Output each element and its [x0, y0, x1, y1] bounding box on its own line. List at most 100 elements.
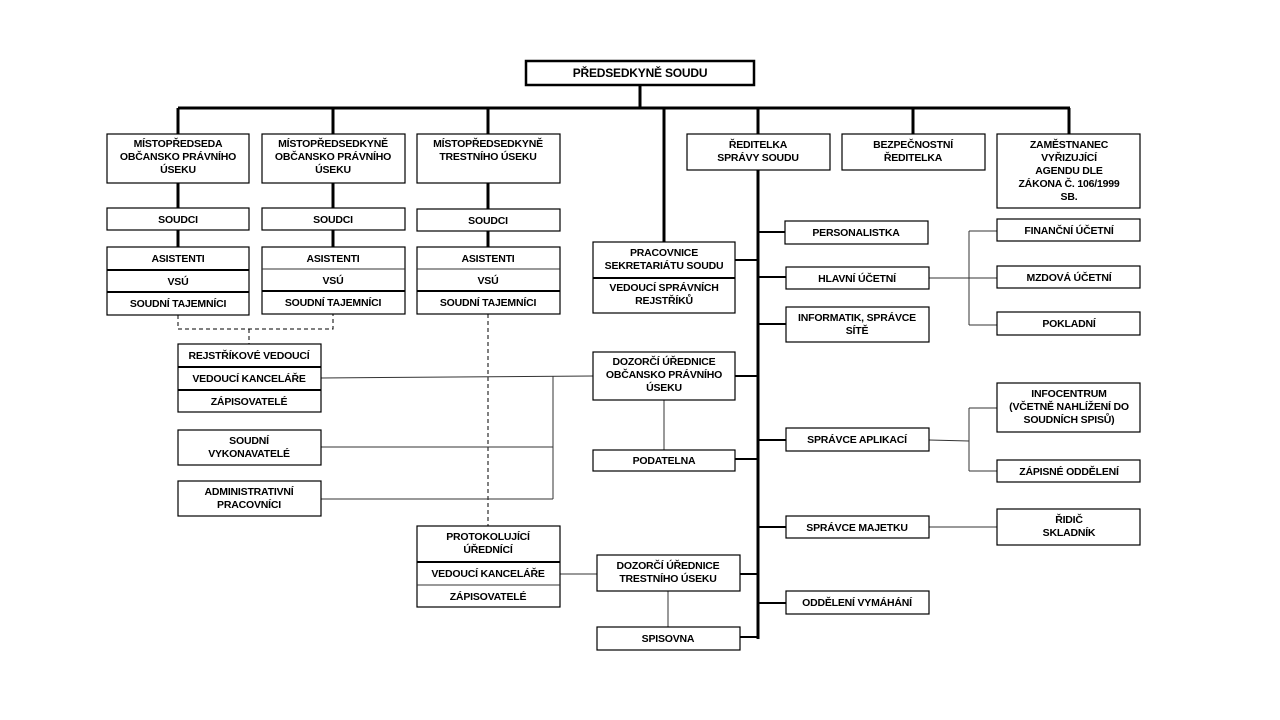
- driver-label: ŘIDIČ: [1055, 513, 1083, 526]
- box-vp-civil-1[interactable]: MÍSTOPŘEDSEDA OBČANSKO PRÁVNÍHO ÚSEKU: [106, 133, 250, 184]
- vp-civil-1-line3: ÚSEKU: [160, 163, 196, 176]
- secretariat-line2: SEKRETARIÁTU SOUDU: [605, 259, 724, 272]
- it-line2: SÍTĚ: [846, 324, 869, 337]
- box-property-admin[interactable]: SPRÁVCE MAJETKU: [785, 515, 930, 539]
- secretaries-label: SOUDNÍ TAJEMNÍCI: [285, 296, 382, 309]
- director-admin-line2: SPRÁVY SOUDU: [717, 151, 798, 164]
- box-enforcement[interactable]: ODDĚLENÍ VYMÁHÁNÍ: [785, 590, 930, 615]
- clerks-line2: ÚŘEDNÍCÍ: [463, 543, 513, 556]
- vp-civil-1-line1: MÍSTOPŘEDSEDA: [134, 137, 223, 150]
- stack-criminal: ASISTENTI VSÚ SOUDNÍ TAJEMNÍCI: [416, 246, 561, 315]
- box-registry-dept[interactable]: ZÁPISNÉ ODDĚLENÍ: [996, 459, 1141, 483]
- app-admin-label: SPRÁVCE APLIKACÍ: [807, 433, 908, 446]
- box-app-admin[interactable]: SPRÁVCE APLIKACÍ: [785, 427, 930, 452]
- connectors: [176, 85, 1071, 639]
- box-director-admin[interactable]: ŘEDITELKA SPRÁVY SOUDU: [686, 133, 831, 171]
- assistants-label: ASISTENTI: [151, 253, 204, 265]
- enforcement-label: ODDĚLENÍ VYMÁHÁNÍ: [802, 596, 913, 609]
- storekeeper-label: SKLADNÍK: [1043, 526, 1096, 539]
- box-driver-storekeeper[interactable]: ŘIDIČ SKLADNÍK: [996, 508, 1141, 546]
- box-foi-employee[interactable]: ZAMĚSTNANEC VYŘIZUJÍCÍ AGENDU DLE ZÁKONA…: [996, 133, 1141, 209]
- director-admin-line1: ŘEDITELKA: [729, 138, 788, 151]
- registry-heads-label: REJSTŘÍKOVÉ VEDOUCÍ: [188, 349, 310, 362]
- typists-label: ZÁPISOVATELÉ: [450, 590, 527, 603]
- box-payroll-accountant[interactable]: MZDOVÁ ÚČETNÍ: [996, 265, 1141, 289]
- box-supervisor-criminal[interactable]: DOZORČÍ ÚŘEDNICE TRESTNÍHO ÚSEKU: [596, 554, 741, 592]
- supervisor-criminal-line1: DOZORČÍ ÚŘEDNICE: [617, 559, 720, 572]
- vp-civil-2-line3: ÚSEKU: [315, 163, 351, 176]
- box-supervisor-civil[interactable]: DOZORČÍ ÚŘEDNICE OBČANSKO PRÁVNÍHO ÚSEKU: [592, 351, 736, 401]
- box-archive[interactable]: SPISOVNA: [596, 626, 741, 651]
- vp-civil-2-line2: OBČANSKO PRÁVNÍHO: [275, 150, 391, 163]
- supervisor-civil-line2: OBČANSKO PRÁVNÍHO: [606, 368, 722, 381]
- bailiffs-line2: VYKONAVATELÉ: [208, 447, 290, 460]
- it-line1: INFORMATIK, SPRÁVCE: [798, 311, 916, 324]
- box-secretariat[interactable]: PRACOVNICE SEKRETARIÁTU SOUDU VEDOUCÍ SP…: [592, 241, 736, 314]
- box-security-director[interactable]: BEZPEČNOSTNÍ ŘEDITELKA: [841, 133, 986, 171]
- office-heads-label: VEDOUCÍ KANCELÁŘE: [192, 372, 305, 385]
- box-judges-criminal[interactable]: SOUDCI: [416, 208, 561, 232]
- mailroom-label: PODATELNA: [633, 455, 696, 467]
- assistants-label: ASISTENTI: [461, 253, 514, 265]
- clerks-line1: PROTOKOLUJÍCÍ: [446, 530, 531, 543]
- box-mailroom[interactable]: PODATELNA: [592, 449, 736, 472]
- box-admin-workers[interactable]: ADMINISTRATIVNÍ PRACOVNÍCI: [177, 480, 322, 517]
- box-it[interactable]: INFORMATIK, SPRÁVCE SÍTĚ: [785, 306, 930, 343]
- infocentre-line3: SOUDNÍCH SPISŮ): [1024, 412, 1115, 426]
- box-vp-criminal[interactable]: MÍSTOPŘEDSEDKYNĚ TRESTNÍHO ÚSEKU: [416, 133, 561, 184]
- infocentre-line1: INFOCENTRUM: [1031, 388, 1107, 400]
- registry-dept-label: ZÁPISNÉ ODDĚLENÍ: [1019, 465, 1120, 478]
- foi-line5: SB.: [1061, 191, 1078, 203]
- payroll-accountant-label: MZDOVÁ ÚČETNÍ: [1027, 271, 1113, 284]
- vp-civil-1-line2: OBČANSKO PRÁVNÍHO: [120, 150, 236, 163]
- box-judges-civil-1[interactable]: SOUDCI: [106, 207, 250, 231]
- box-hr[interactable]: PERSONALISTKA: [784, 220, 929, 245]
- box-chief-accountant[interactable]: HLAVNÍ ÚČETNÍ: [785, 266, 930, 290]
- stack-civil-1: ASISTENTI VSÚ SOUDNÍ TAJEMNÍCI: [106, 246, 250, 316]
- stack-civil-2: ASISTENTI VSÚ SOUDNÍ TAJEMNÍCI: [261, 246, 406, 315]
- assistants-label: ASISTENTI: [306, 253, 359, 265]
- judges-label: SOUDCI: [158, 214, 198, 226]
- vsu-label: VSÚ: [168, 275, 189, 288]
- box-financial-accountant[interactable]: FINANČNÍ ÚČETNÍ: [996, 218, 1141, 242]
- foi-line1: ZAMĚSTNANEC: [1030, 138, 1109, 151]
- supervisor-civil-line3: ÚSEKU: [646, 381, 682, 394]
- chief-accountant-label: HLAVNÍ ÚČETNÍ: [818, 272, 897, 285]
- property-admin-label: SPRÁVCE MAJETKU: [806, 521, 907, 534]
- foi-line3: AGENDU DLE: [1035, 165, 1103, 177]
- office-head-label: VEDOUCÍ KANCELÁŘE: [431, 567, 544, 580]
- registers-head-line2: REJSTŘÍKŮ: [635, 293, 693, 307]
- box-judges-civil-2[interactable]: SOUDCI: [261, 207, 406, 231]
- infocentre-line2: (VČETNĚ NAHLÍŽENÍ DO: [1009, 400, 1129, 413]
- box-cashier[interactable]: POKLADNÍ: [996, 311, 1141, 336]
- vp-civil-2-line1: MÍSTOPŘEDSEDKYNĚ: [278, 137, 388, 150]
- vp-criminal-line2: TRESTNÍHO ÚSEKU: [439, 150, 536, 163]
- supervisor-civil-line1: DOZORČÍ ÚŘEDNICE: [613, 355, 716, 368]
- vp-criminal-line1: MÍSTOPŘEDSEDKYNĚ: [433, 137, 543, 150]
- box-court-president[interactable]: PŘEDSEDKYNĚ SOUDU: [524, 59, 756, 87]
- box-vp-civil-2[interactable]: MÍSTOPŘEDSEDKYNĚ OBČANSKO PRÁVNÍHO ÚSEKU: [261, 133, 406, 184]
- box-bailiffs[interactable]: SOUDNÍ VYKONAVATELÉ: [177, 429, 322, 466]
- security-director-line2: ŘEDITELKA: [884, 151, 943, 164]
- box-infocentre[interactable]: INFOCENTRUM (VČETNĚ NAHLÍŽENÍ DO SOUDNÍC…: [996, 382, 1141, 433]
- registry-group[interactable]: REJSTŘÍKOVÉ VEDOUCÍ VEDOUCÍ KANCELÁŘE ZÁ…: [177, 343, 322, 413]
- registers-head-line1: VEDOUCÍ SPRÁVNÍCH: [609, 281, 718, 294]
- criminal-group[interactable]: PROTOKOLUJÍCÍ ÚŘEDNÍCÍ VEDOUCÍ KANCELÁŘE…: [416, 525, 561, 608]
- court-president-label: PŘEDSEDKYNĚ SOUDU: [573, 65, 708, 80]
- judges-label: SOUDCI: [468, 215, 508, 227]
- supervisor-criminal-line2: TRESTNÍHO ÚSEKU: [619, 572, 716, 585]
- financial-accountant-label: FINANČNÍ ÚČETNÍ: [1024, 224, 1114, 237]
- vsu-label: VSÚ: [323, 274, 344, 287]
- secretaries-label: SOUDNÍ TAJEMNÍCI: [440, 296, 537, 309]
- typists-label: ZÁPISOVATELÉ: [211, 395, 288, 408]
- admin-workers-line2: PRACOVNÍCI: [217, 498, 281, 511]
- foi-line4: ZÁKONA Č. 106/1999: [1018, 177, 1119, 190]
- archive-label: SPISOVNA: [642, 633, 695, 645]
- secretaries-label: SOUDNÍ TAJEMNÍCI: [130, 297, 227, 310]
- bailiffs-line1: SOUDNÍ: [229, 434, 270, 447]
- secretariat-line1: PRACOVNICE: [630, 247, 698, 259]
- cashier-label: POKLADNÍ: [1042, 317, 1097, 330]
- vsu-label: VSÚ: [478, 274, 499, 287]
- admin-workers-line1: ADMINISTRATIVNÍ: [205, 485, 295, 498]
